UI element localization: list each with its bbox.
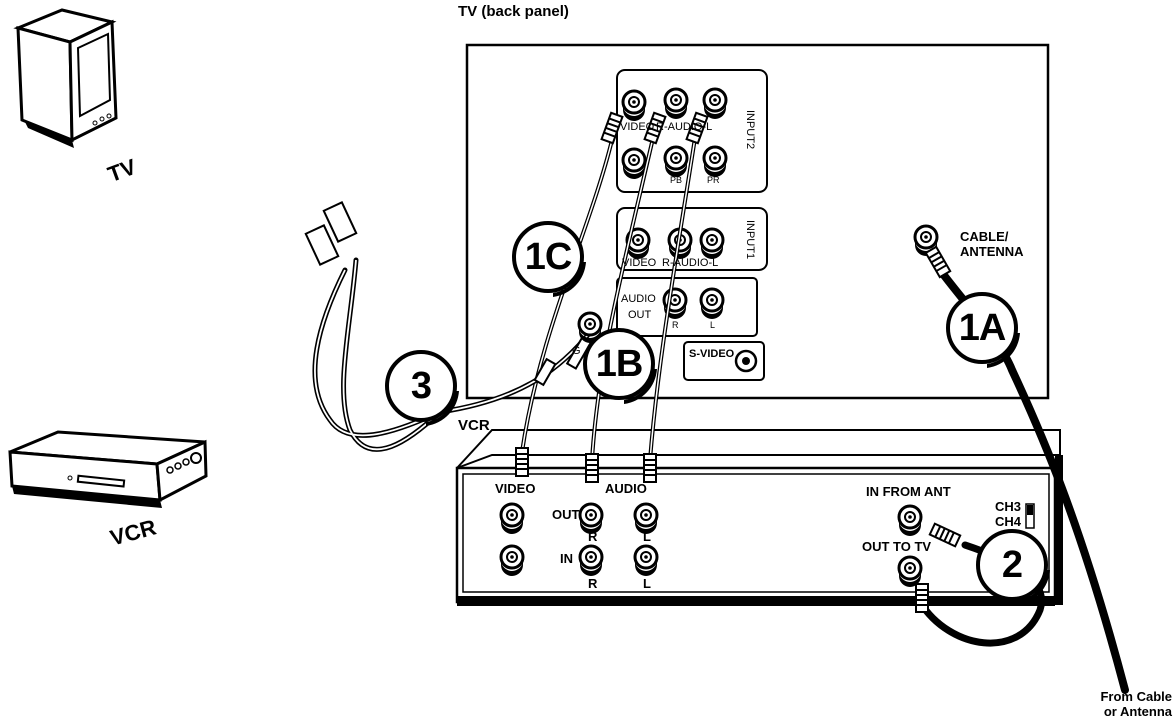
audio-out-label-2: OUT <box>628 309 652 321</box>
vcr-in-label: IN <box>560 551 573 566</box>
input1-audio-label: R-AUDIO-L <box>662 257 719 269</box>
pr-label: PR <box>707 175 720 185</box>
ch-switch <box>1025 503 1035 529</box>
vcr-icon <box>8 430 208 508</box>
step-3-label: 3 <box>410 365 432 407</box>
vcr-out-l-label: L <box>643 529 651 544</box>
audio-out-l-label: L <box>710 320 716 330</box>
cable-antenna-label-2: ANTENNA <box>960 244 1024 259</box>
vcr-audio-label: AUDIO <box>605 481 647 496</box>
input2-video-label: VIDEO <box>620 121 655 133</box>
audio-out-r-label: R <box>672 320 679 330</box>
in-from-ant-label: IN FROM ANT <box>866 484 951 499</box>
vcr-in-l-label: L <box>643 576 651 591</box>
step-1c-label: 1C <box>524 236 573 278</box>
source-label-2: or Antenna <box>1103 704 1172 719</box>
vcr-in-r-label: R <box>588 576 598 591</box>
ch3-label: CH3 <box>995 499 1022 514</box>
input1-label: INPUT1 <box>744 219 757 260</box>
audio-out-box <box>616 277 758 337</box>
tv-icon <box>13 8 118 148</box>
out-to-tv-label: OUT TO TV <box>862 539 932 554</box>
vcr-video-label: VIDEO <box>495 481 536 496</box>
cable-3-plugs <box>304 201 593 387</box>
step-badges <box>385 221 1048 601</box>
step-1a-label: 1A <box>958 307 1007 349</box>
step-2-label: 2 <box>1001 544 1023 586</box>
pb-label: PB <box>670 175 683 185</box>
s-video-label: S-VIDEO <box>689 348 735 360</box>
source-label-1: From Cable <box>1100 689 1172 704</box>
vcr-out-label: OUT <box>552 507 580 522</box>
s-video-box <box>683 341 765 381</box>
vcr-panel-label: VCR <box>458 417 490 434</box>
input1-video-label: VIDEO <box>622 257 657 269</box>
cable-antenna-label-1: CABLE/ <box>960 229 1009 244</box>
ch4-label: CH4 <box>995 514 1022 529</box>
vcr-out-r-label: R <box>588 529 598 544</box>
step-1b-label: 1B <box>595 343 644 385</box>
input2-label: INPUT2 <box>744 109 757 150</box>
vcr-back-panel <box>455 429 1063 606</box>
diagram-title: TV (back panel) <box>458 3 569 20</box>
input1-box <box>616 207 768 271</box>
audio-out-label-1: AUDIO <box>621 293 656 305</box>
s-fragment-label: G <box>572 345 581 357</box>
input2-audio-label: R-AUDIO-L <box>656 121 713 133</box>
